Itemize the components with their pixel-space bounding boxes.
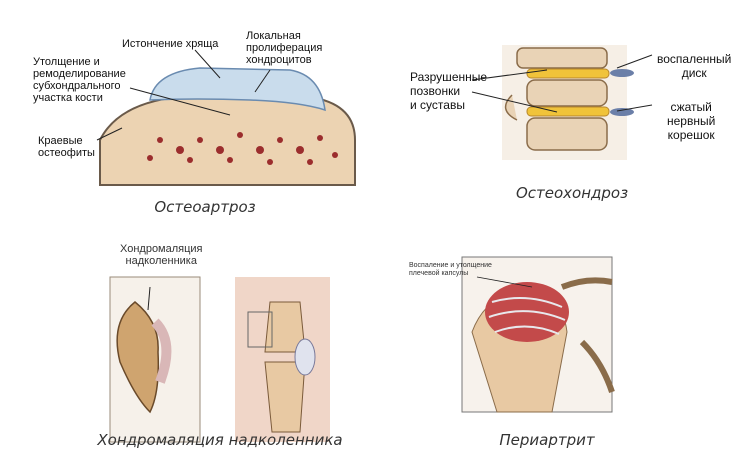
label-subchondral: Утолщение и ремоделирование субхондральн…	[33, 56, 126, 104]
label-capsule: Воспаление и утолщение плечевой капсулы	[409, 262, 492, 277]
label-osteophytes: Краевые остеофиты	[38, 135, 95, 159]
osteochondrosis-illustration	[471, 45, 653, 160]
chondromalacia-panel: Хондромаляция надколенника Хондромаляция…	[0, 232, 377, 463]
label-patella: Хондромаляция надколенника	[120, 243, 203, 267]
osteoarthrosis-illustration	[96, 49, 356, 186]
label-local-proliferation: Локальная пролиферация хондроцитов	[246, 30, 323, 66]
periarthritis-illustration	[461, 256, 615, 413]
caption-osteochondrosis: Остеохондроз	[515, 184, 629, 202]
periarthritis-panel: Воспаление и утолщение плечевой капсулы …	[377, 232, 754, 463]
caption-chondromalacia: Хондромаляция надколенника	[97, 431, 343, 449]
label-cartilage-thinning: Истончение хряща	[122, 38, 219, 50]
label-destroyed-vertebrae: Разрушенные позвонки и суставы	[410, 70, 488, 112]
caption-periarthritis: Периартрит	[499, 431, 595, 449]
osteoarthrosis-panel: Истончение хряща Локальная пролиферация …	[0, 0, 377, 232]
chondromalacia-illustration	[109, 276, 330, 443]
osteochondrosis-panel: Разрушенные позвонки и суставы воспаленн…	[377, 0, 754, 232]
label-inflamed-disc: воспаленный диск	[657, 52, 732, 80]
caption-osteoarthrosis: Остеоартроз	[154, 198, 256, 216]
label-compressed-root: сжатый нервный корешок	[667, 100, 716, 142]
